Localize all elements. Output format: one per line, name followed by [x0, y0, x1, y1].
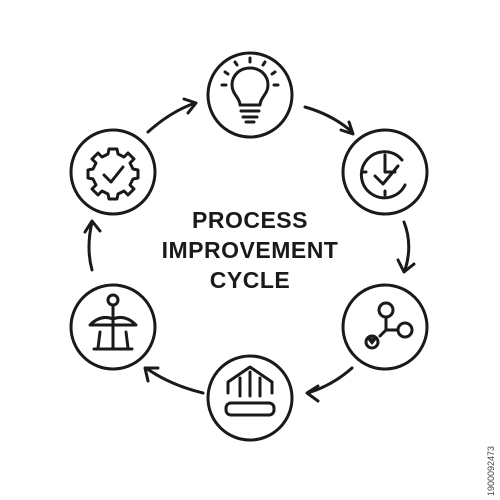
balance-scale-icon — [88, 293, 138, 351]
connected-nodes-icon — [364, 301, 414, 350]
arrow-bottom-to-bottom-left — [143, 366, 205, 395]
arrow-bottom-left-to-top-left — [83, 219, 102, 272]
house-foundation-icon — [224, 365, 276, 417]
side-id-watermark: 1900092473 — [486, 446, 496, 496]
lightbulb-icon — [220, 56, 280, 124]
arrow-top-to-top-right — [303, 105, 355, 136]
arrow-top-left-to-top — [146, 97, 198, 134]
arrow-bottom-right-to-bottom — [305, 366, 354, 403]
gear-checkmark-icon — [86, 147, 140, 201]
title-line-1: PROCESS — [192, 207, 308, 233]
node-time-check — [341, 128, 429, 216]
arrow-top-right-to-bottom-right — [396, 220, 416, 274]
clock-checkmark-icon — [359, 150, 407, 200]
node-settings — [69, 128, 157, 216]
title-line-3: CYCLE — [210, 267, 290, 293]
node-idea — [206, 51, 294, 139]
side-id-text: 1900092473 — [486, 446, 496, 496]
title-line-2: IMPROVEMENT — [162, 237, 339, 263]
node-balance — [69, 283, 157, 371]
diagram-title: PROCESS IMPROVEMENT CYCLE — [162, 207, 339, 293]
node-network — [341, 283, 429, 371]
node-foundation — [206, 354, 294, 442]
cycle-arrows — [83, 97, 416, 403]
